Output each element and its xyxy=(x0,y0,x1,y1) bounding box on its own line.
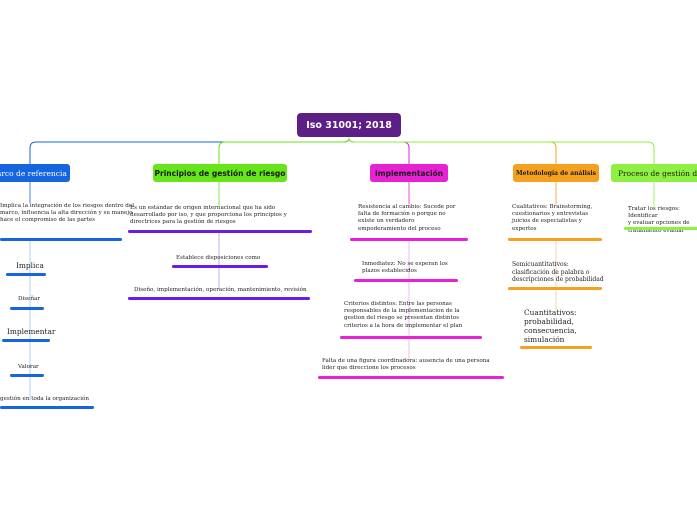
marco-item-implica[interactable]: Implica xyxy=(16,261,44,270)
metodologia-item-cualitativos[interactable]: Cualitativos: Brainstorming, cuestionari… xyxy=(512,204,593,232)
marco-item-gestion[interactable]: gestión en toda la organización xyxy=(0,396,89,402)
marco-item-disenar[interactable]: Diseñar xyxy=(18,296,41,302)
implementacion-falta-underline xyxy=(318,376,504,379)
principios-description-underline xyxy=(128,230,312,233)
branch-metodologia[interactable]: Metodología de análisis xyxy=(513,164,599,182)
link-root-marco xyxy=(29,136,350,165)
metodologia-semicuantitativos-underline xyxy=(508,287,602,290)
marco-item-implementar[interactable]: Implementar xyxy=(7,327,56,336)
branch-principios[interactable]: Principios de gestión de riesgo xyxy=(153,164,287,182)
link-root-principios xyxy=(218,136,350,165)
metodologia-item-cuantitativos[interactable]: Cuantitativos: probabilidad, consecuenci… xyxy=(524,308,577,344)
marco-valorar-underline xyxy=(10,374,44,377)
metodologia-cualitativos-underline xyxy=(508,238,602,241)
proceso-item-tratar[interactable]: Tratar los riesgos: Identificar y evalua… xyxy=(628,206,690,234)
principios-item-establece[interactable]: Establece disposiciones como xyxy=(176,255,261,261)
implementacion-item-falta[interactable]: Falta de una figura coordinadora: ausenc… xyxy=(322,358,490,372)
marco-disenar-underline xyxy=(10,307,44,310)
implementacion-criterios-underline xyxy=(340,336,482,339)
marco-implementar-underline xyxy=(2,339,50,342)
metodologia-item-semicuantitativos[interactable]: Semicuantitativos: clasificación de pala… xyxy=(512,261,604,284)
principios-description: Es un estándar de origen internacional q… xyxy=(130,205,287,226)
implementacion-item-resistencia[interactable]: Resistencia al cambio: Sucede por falta … xyxy=(358,204,456,232)
proceso-tratar-underline xyxy=(624,227,697,230)
principios-establece-underline xyxy=(172,265,268,268)
implementacion-inmediatez-underline xyxy=(354,279,458,282)
link-root-metodologia xyxy=(348,136,557,165)
implementacion-item-inmediatez[interactable]: Inmediatez: No se esperan los plazos est… xyxy=(362,261,448,275)
branch-implementacion[interactable]: Implementación xyxy=(370,164,448,182)
link-root-implementacion xyxy=(348,136,410,165)
principios-diseno-underline xyxy=(128,297,310,300)
marco-description: Implica la integración de los riesgos de… xyxy=(0,203,134,224)
branch-proceso[interactable]: Proceso de gestión de xyxy=(611,164,697,182)
implementacion-resistencia-underline xyxy=(350,238,468,241)
branch-marco-de-referencia[interactable]: Marco de referencia xyxy=(0,164,70,182)
implementacion-item-criterios[interactable]: Criterios distintos: Entre las personas … xyxy=(344,301,463,329)
marco-description-underline xyxy=(0,238,122,241)
principios-item-diseno[interactable]: Diseño, implementación, operación, mante… xyxy=(134,287,307,293)
root-node[interactable]: Iso 31001; 2018 xyxy=(297,113,401,137)
marco-implica-underline xyxy=(6,273,46,276)
marco-gestion-underline xyxy=(0,406,94,409)
metodologia-cuantitativos-underline xyxy=(520,346,592,349)
link-root-proceso xyxy=(348,136,655,165)
marco-item-valorar[interactable]: Valorar xyxy=(18,364,39,370)
